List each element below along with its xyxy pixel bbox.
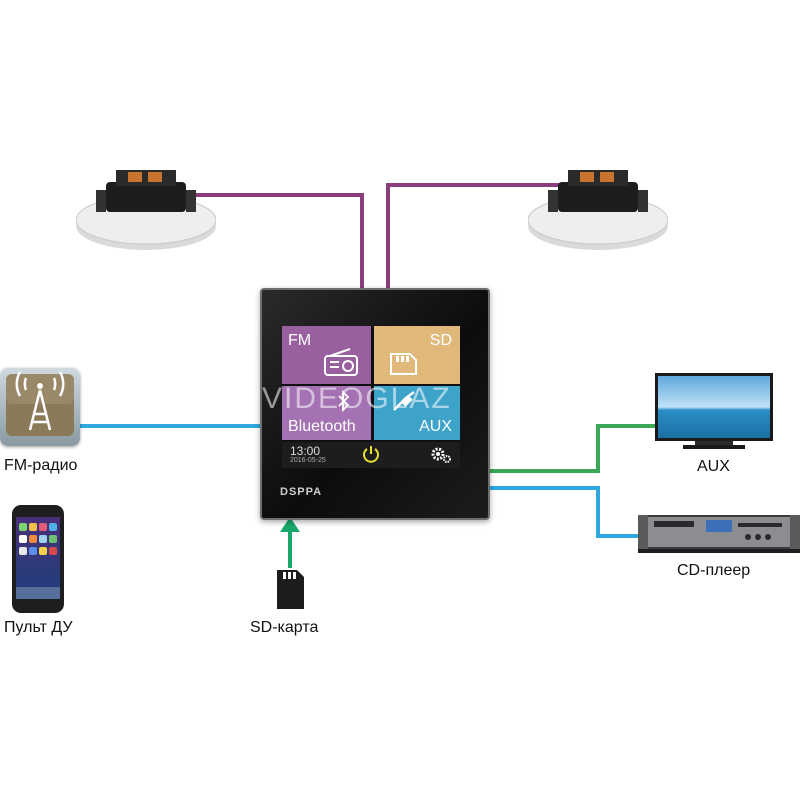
aux-tile-label: AUX [419,418,452,435]
cd-player-label: CD-плеер [677,562,751,579]
touch-screen: FM SD Bluetooth [282,326,460,468]
bluetooth-icon [338,390,350,412]
fm-radio-label: FM-радио [4,457,78,474]
clock-time: 13:00 [290,444,321,458]
tv-icon [655,373,773,449]
sd-card-icon [277,570,304,609]
watermark: VIDEOGLAZ [262,382,452,415]
right-speaker-wire [386,183,612,290]
settings-gear-icon[interactable] [430,445,452,465]
fm-tile-label: FM [288,332,312,349]
sd-card-arrowhead [280,517,300,532]
sd-card-label: SD-карта [250,619,319,636]
cd-player-wire [486,486,640,538]
aux-cable-icon [393,391,415,411]
sd-card-icon [390,353,417,375]
left-speaker-wire [150,193,364,290]
sd-tile[interactable]: SD [374,326,460,384]
clock-date: 2016-05-25 [290,457,326,464]
aux-label: AUX [697,458,730,475]
sd-tile-label: SD [429,332,452,349]
fm-tile[interactable]: FM [282,326,371,384]
remote-label: Пульт ДУ [4,619,73,636]
smartphone-icon [12,505,64,613]
aux-wire [486,424,658,473]
ceiling-speaker-icon [528,170,668,250]
aux-tile[interactable]: AUX [374,386,460,440]
brand-logo: DSPPA [280,486,323,498]
bluetooth-tile-label: Bluetooth [288,418,356,435]
phone-screen [16,517,60,599]
wall-control-panel: FM SD Bluetooth [260,288,490,520]
radio-icon [324,348,358,376]
status-bar: 13:00 2016-05-25 [282,442,460,468]
radio-tower-icon [0,368,80,446]
power-icon[interactable] [362,445,380,463]
ceiling-speaker-icon [76,170,216,250]
bluetooth-tile[interactable]: Bluetooth [282,386,371,440]
cd-player-icon [638,515,800,553]
